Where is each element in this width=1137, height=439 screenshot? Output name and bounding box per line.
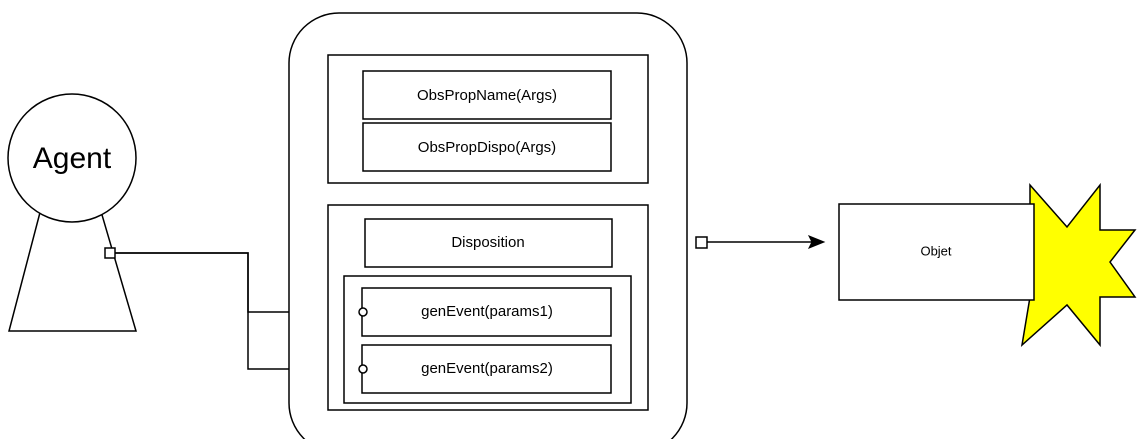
operation-port-1	[358, 307, 368, 317]
operation-box-1	[361, 287, 612, 337]
artifact-port-square	[695, 236, 708, 249]
obs-prop-dispo-box	[362, 122, 612, 172]
explosion-star-shape	[1020, 182, 1137, 348]
objet-label: Objet	[920, 243, 951, 258]
operation-label-1: genEvent(params1)	[421, 303, 553, 320]
artifact: ObsPropName(Args) ObsPropDispo(Args) Dis…	[288, 12, 688, 439]
obs-prop-name-box	[362, 70, 612, 120]
agent-figure: Agent	[7, 93, 138, 332]
obs-prop-name-label: ObsPropName(Args)	[417, 87, 557, 104]
disposition-label: Disposition	[451, 234, 524, 251]
operation-port-2	[358, 364, 368, 374]
agent-label: Agent	[33, 142, 112, 175]
obs-prop-dispo-label: ObsPropDispo(Args)	[418, 139, 556, 156]
disposition-box	[364, 218, 613, 268]
operation-label-2: genEvent(params2)	[421, 360, 553, 377]
link-arrowhead	[807, 235, 826, 249]
agent-head-circle	[7, 93, 137, 223]
agent-port-square	[104, 247, 116, 259]
objet-box	[838, 203, 1035, 301]
artifact-to-objet-link	[695, 235, 826, 249]
objet: Objet	[838, 182, 1137, 348]
operation-box-2	[361, 344, 612, 394]
